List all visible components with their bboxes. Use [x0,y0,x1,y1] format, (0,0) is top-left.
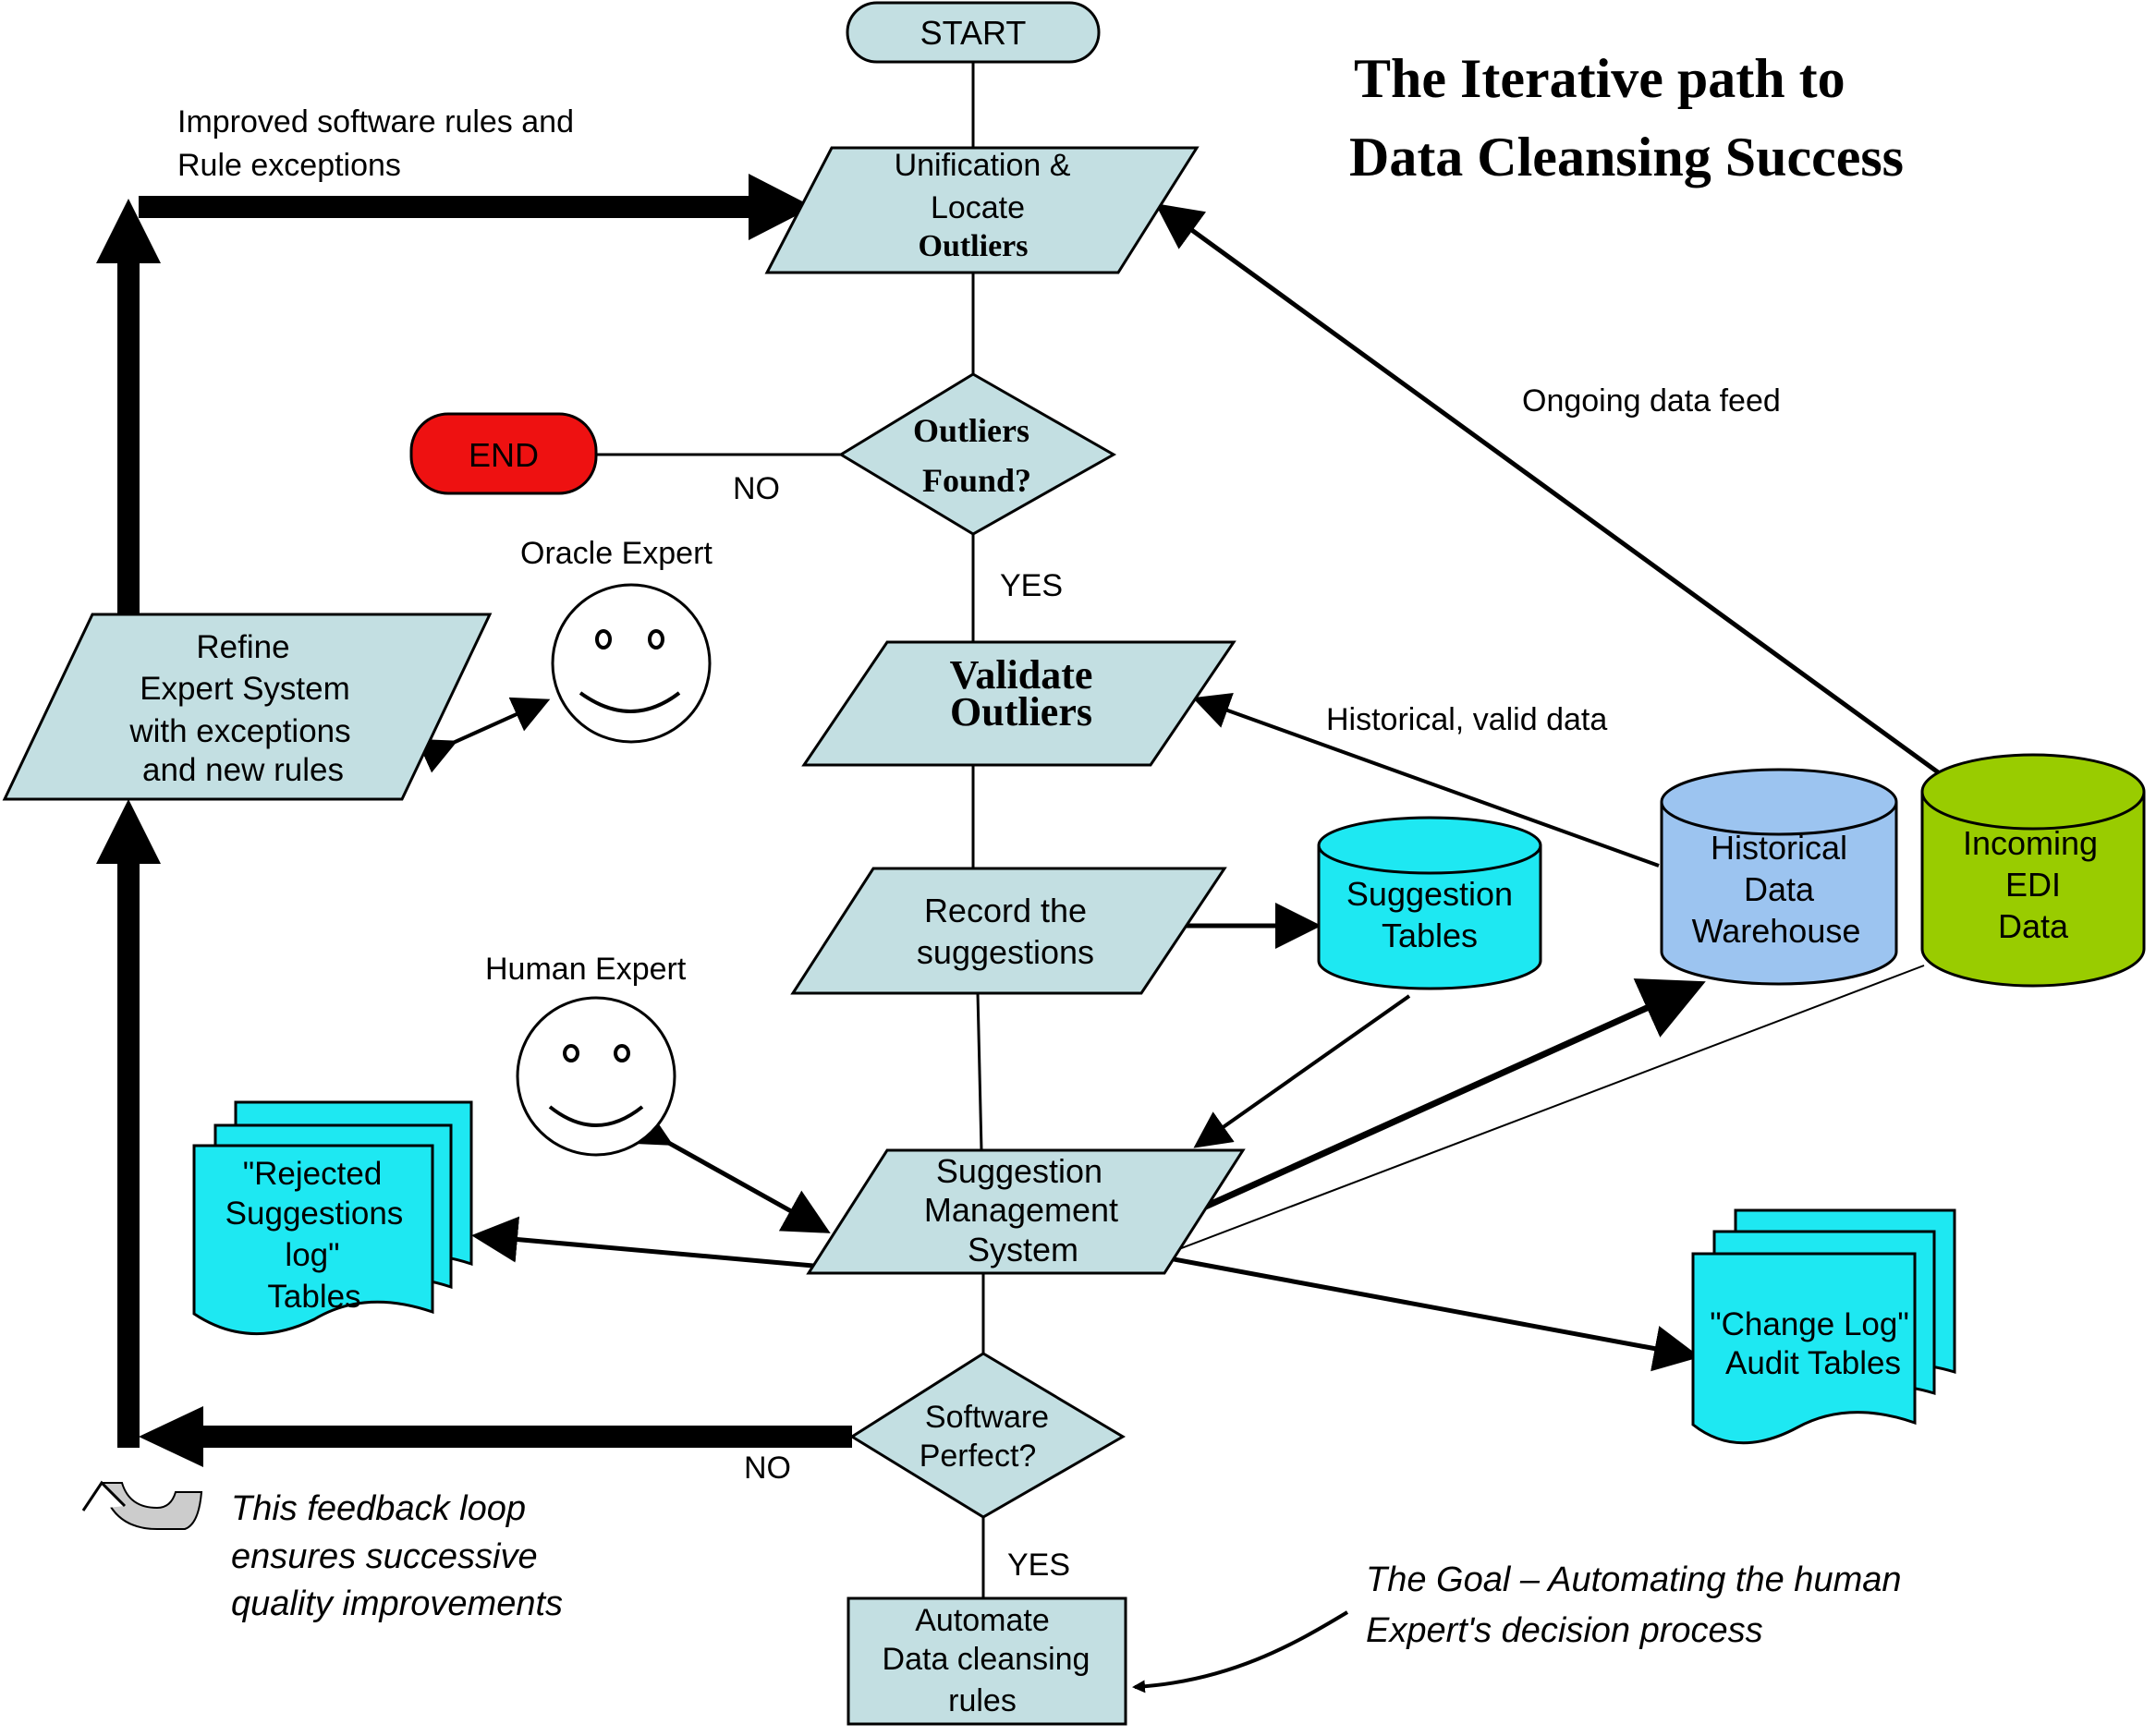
svg-text:ensures successive: ensures successive [231,1537,538,1576]
record-suggestions-process: Record the suggestions [790,867,1227,995]
refine-expert-process: Refine Expert System with exceptions and… [2,613,493,801]
svg-text:Suggestion: Suggestion [936,1152,1102,1190]
unification-process: Unification & Locate Outliers [764,146,1200,274]
main-flow-lines [596,63,985,1598]
svg-text:log": log" [285,1237,339,1273]
svg-text:Suggestion: Suggestion [1346,875,1513,913]
svg-text:END: END [469,436,539,474]
yes-label-software: YES [1007,1548,1070,1583]
automate-rules-process: Automate Data cleansing rules [847,1596,1127,1726]
suggestion-tables-database: Suggestion Tables [1317,816,1542,990]
yes-label-outliers: YES [1000,568,1063,603]
svg-text:Validate: Validate [950,652,1093,698]
suggestion-management-process: Suggestion Management System [806,1148,1246,1275]
svg-text:Data Cleansing Success: Data Cleansing Success [1349,127,1904,188]
svg-text:Automate: Automate [915,1603,1050,1638]
incoming-edi-database: Incoming EDI Data [1920,753,2146,988]
svg-text:Record the: Record the [924,892,1087,929]
svg-text:Data: Data [1998,907,2069,945]
svg-text:Perfect?: Perfect? [920,1439,1037,1474]
oracle-expert-smiley: Oracle Expert [520,536,713,744]
svg-text:Rule exceptions: Rule exceptions [177,148,401,183]
svg-text:Data cleansing: Data cleansing [883,1642,1090,1677]
diagram-title: The Iterative path to Data Cleansing Suc… [1349,48,1904,188]
svg-text:Improved software rules and: Improved software rules and [177,104,574,140]
rejected-log-documents: "Rejected Suggestions log" Tables [192,1100,473,1335]
svg-text:with exceptions: with exceptions [128,713,350,749]
svg-text:Refine: Refine [196,629,289,665]
svg-text:Warehouse: Warehouse [1692,912,1861,950]
svg-text:Outliers: Outliers [913,412,1029,449]
svg-text:"Rejected: "Rejected [243,1156,383,1192]
feedback-curl-icon [81,1480,203,1530]
human-expert-smiley: Human Expert [485,952,687,1157]
svg-text:Expert System: Expert System [140,671,350,707]
svg-text:Historical: Historical [1711,829,1847,867]
outliers-found-decision: Outliers Found? [838,372,1117,536]
svg-text:System: System [968,1231,1078,1269]
svg-text:EDI: EDI [2005,866,2061,904]
svg-text:Software: Software [925,1400,1049,1435]
historical-warehouse-database: Historical Data Warehouse [1660,768,1898,986]
svg-text:quality improvements: quality improvements [231,1584,563,1623]
svg-text:Expert's decision process: Expert's decision process [1366,1611,1763,1650]
change-log-documents: "Change Log" Audit Tables [1691,1208,1956,1445]
svg-text:This feedback loop: This feedback loop [231,1489,526,1528]
svg-text:Human Expert: Human Expert [485,952,687,987]
svg-text:The Iterative path to: The Iterative path to [1354,48,1845,109]
svg-text:Tables: Tables [1382,917,1478,954]
svg-text:"Change Log": "Change Log" [1710,1306,1909,1342]
svg-text:Incoming: Incoming [1963,824,2098,862]
no-label-outliers: NO [733,471,780,506]
connector-arrows [416,203,1943,1694]
svg-text:Management: Management [924,1191,1118,1229]
svg-text:suggestions: suggestions [917,933,1094,971]
svg-text:Outliers: Outliers [919,229,1029,263]
svg-text:The Goal – Automating the huma: The Goal – Automating the human [1366,1560,1902,1599]
ongoing-data-feed-label: Ongoing data feed [1522,383,1781,419]
svg-text:Tables: Tables [267,1279,360,1315]
improved-rules-label: Improved software rules and Rule excepti… [177,104,574,183]
validate-outliers-process: Validate Outliers [801,640,1236,767]
svg-text:rules: rules [948,1683,1017,1718]
feedback-loop-arrows [96,174,852,1467]
historical-valid-data-label: Historical, valid data [1326,702,1607,737]
svg-text:Oracle Expert: Oracle Expert [520,536,713,571]
svg-text:and new rules: and new rules [142,752,344,788]
svg-text:Locate: Locate [931,190,1025,225]
svg-text:Suggestions: Suggestions [225,1196,404,1232]
end-terminator: END [409,412,598,495]
svg-text:Data: Data [1744,870,1815,908]
svg-text:START: START [920,14,1027,52]
software-perfect-decision: Software Perfect? [849,1352,1126,1519]
feedback-loop-note: This feedback loop ensures successive qu… [231,1489,563,1623]
svg-text:Outliers: Outliers [950,689,1092,734]
goal-note: The Goal – Automating the human Expert's… [1366,1560,1902,1650]
start-terminator: START [846,1,1101,64]
svg-text:Audit Tables: Audit Tables [1725,1345,1901,1381]
svg-text:Found?: Found? [922,462,1031,499]
no-label-software: NO [744,1451,791,1486]
svg-text:Unification &: Unification & [895,148,1071,183]
